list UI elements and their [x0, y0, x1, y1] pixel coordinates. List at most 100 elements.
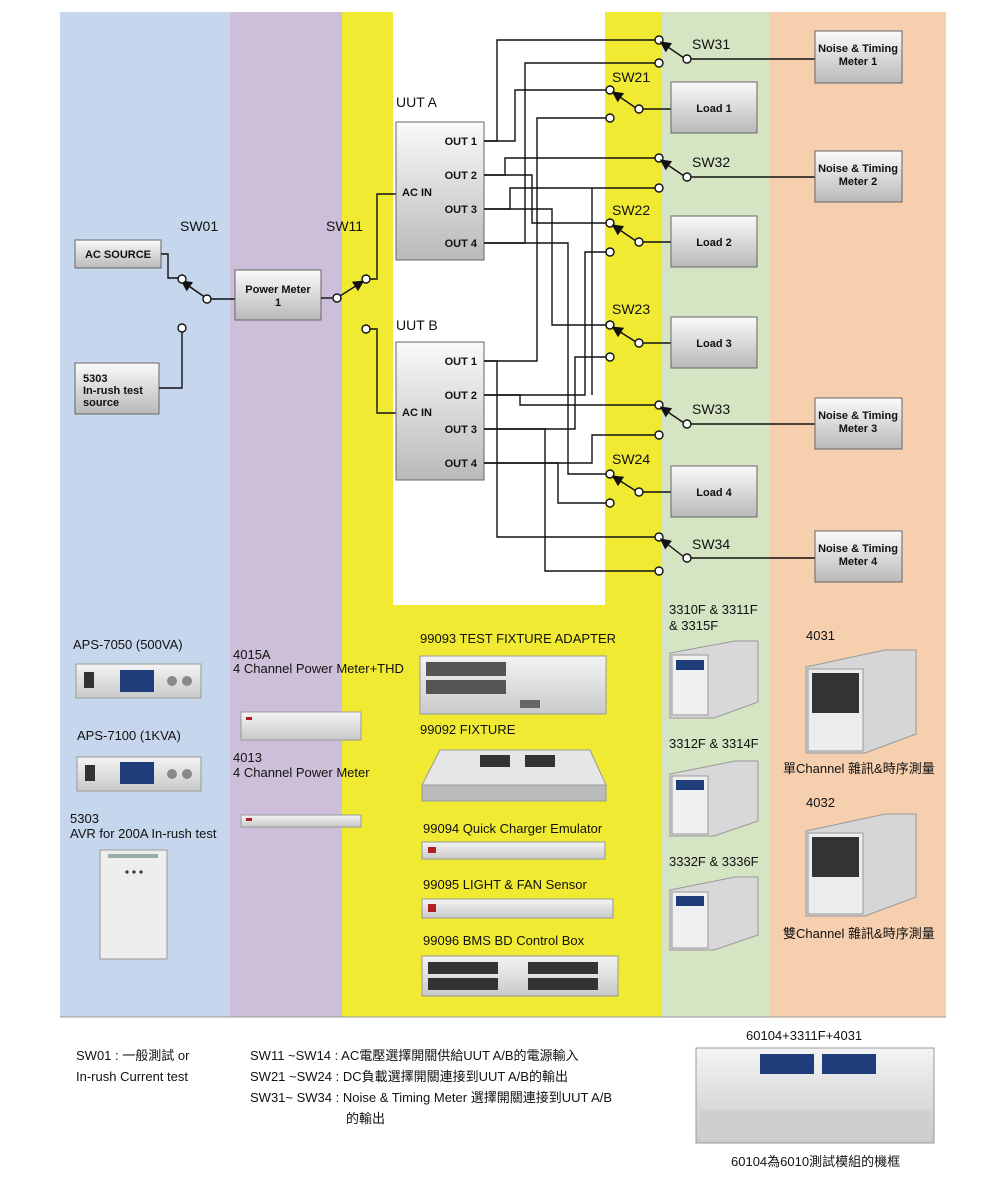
load3310-label-2: & 3315F: [669, 618, 718, 633]
connection-node-icon: [654, 430, 664, 440]
connection-node-icon: [332, 293, 342, 303]
connection-node-icon: [361, 274, 371, 284]
m4031-image: [805, 649, 917, 754]
connection-node-icon: [634, 487, 644, 497]
noise-meter-3-l1: Noise & Timing: [818, 410, 898, 422]
connection-node-icon: [361, 324, 371, 334]
note-sw01-line-1: SW01 : 一般測試 or: [76, 1048, 190, 1063]
pm4015a-label-2: 4 Channel Power Meter+THD: [233, 661, 404, 676]
sw33-label: SW33: [692, 401, 730, 417]
connection-node-icon: [177, 274, 187, 284]
uut-a-label: UUT A: [396, 94, 438, 110]
f99094-label: 99094 Quick Charger Emulator: [423, 821, 603, 836]
load-2-label: Load 2: [696, 237, 731, 249]
connection-node-icon: [605, 247, 615, 257]
noise-meter-2-l2: Meter 2: [839, 176, 878, 188]
connection-node-icon: [654, 58, 664, 68]
connection-node-icon: [654, 183, 664, 193]
connection-node-icon: [605, 113, 615, 123]
load3310-image: [669, 640, 759, 719]
f99096-label: 99096 BMS BD Control Box: [423, 933, 585, 948]
pm4013-label-2: 4 Channel Power Meter: [233, 765, 370, 780]
load-1-box: [670, 81, 758, 134]
noise-meter-3-l2: Meter 3: [839, 423, 878, 435]
connection-node-icon: [654, 153, 664, 163]
connection-node-icon: [654, 532, 664, 542]
sw01-label: SW01: [180, 218, 218, 234]
noise-meter-2-box: [814, 150, 903, 203]
noise-meter-1-l2: Meter 1: [839, 56, 878, 68]
aps7050-image: [75, 663, 202, 699]
avr5303-image: [99, 849, 168, 960]
note-sw31-line-1: SW31~ SW34 : Noise & Timing Meter 選擇開關連接…: [250, 1090, 613, 1105]
switch-arrow-icon: [659, 41, 685, 59]
aps7100-image: [76, 756, 202, 792]
f99093-image: [419, 655, 607, 715]
switch-arrow-icon: [611, 91, 637, 109]
connection-node-icon: [605, 85, 615, 95]
switch-arrow-icon: [339, 280, 365, 297]
connection-node-icon: [654, 566, 664, 576]
uut-b-ac-in: AC IN: [402, 407, 432, 419]
note-sw31-line-2: 的輸出: [346, 1111, 386, 1126]
f99092-label: 99092 FIXTURE: [420, 722, 516, 737]
load-3-label: Load 3: [696, 338, 731, 350]
pm4013-image: [240, 814, 362, 828]
connection-node-icon: [634, 104, 644, 114]
switch-arrow-icon: [611, 224, 637, 242]
noise-meter-3-box: [814, 397, 903, 450]
sw23-label: SW23: [612, 301, 650, 317]
note-sw01-line-2: In-rush Current test: [76, 1069, 188, 1084]
load-4-label: Load 4: [696, 487, 732, 499]
uut-a-out-4: OUT 4: [445, 238, 478, 250]
f99094-image: [421, 841, 606, 860]
sw31-label: SW31: [692, 36, 730, 52]
note-sw01: SW01 : 一般測試 or In-rush Current test: [76, 1045, 189, 1087]
uut-a-out-3: OUT 3: [445, 204, 477, 216]
load3312-image: [669, 760, 759, 837]
switch-arrow-icon: [659, 538, 685, 558]
connection-node-icon: [654, 400, 664, 410]
note-sw11: SW11 ~SW14 : AC電壓選擇開關供給UUT A/B的電源輸入: [250, 1048, 579, 1063]
frame-caption: 60104為6010測試模組的機框: [731, 1154, 900, 1169]
f99092-image: [421, 749, 607, 802]
connection-node-icon: [682, 172, 692, 182]
ac-source-label: AC SOURCE: [85, 249, 151, 261]
connection-node-icon: [654, 35, 664, 45]
noise-meter-4-l1: Noise & Timing: [818, 543, 898, 555]
load-2-box: [670, 215, 758, 268]
switch-arrow-icon: [659, 159, 685, 177]
m4031-label: 4031: [806, 628, 835, 643]
connection-node-icon: [605, 469, 615, 479]
connection-node-icon: [634, 237, 644, 247]
sw32-label: SW32: [692, 154, 730, 170]
aps7100-label: APS-7100 (1KVA): [77, 728, 181, 743]
switch-arrow-icon: [659, 406, 685, 424]
aps7050-label: APS-7050 (500VA): [73, 637, 183, 652]
m4032-desc: 雙Channel 雜訊&時序測量: [783, 926, 935, 941]
connection-node-icon: [605, 352, 615, 362]
connection-node-icon: [682, 553, 692, 563]
power-meter-box: [234, 269, 322, 321]
switch-arrow-icon: [611, 326, 637, 343]
load3312-label: 3312F & 3314F: [669, 736, 759, 751]
load-3-box: [670, 316, 758, 369]
sw11-label: SW11: [326, 218, 363, 234]
f99096-image: [421, 955, 619, 997]
m4032-label: 4032: [806, 795, 835, 810]
routing-wires: [484, 39, 655, 572]
ac-source-box: [74, 239, 162, 269]
pm4015a-image: [240, 711, 362, 741]
power-meter-label-2: 1: [275, 297, 281, 309]
m4031-desc: 單Channel 雜訊&時序測量: [783, 761, 935, 776]
avr5303-label-1: 5303: [70, 811, 99, 826]
avr5303-label-2: AVR for 200A In-rush test: [70, 826, 217, 841]
noise-meter-1-box: [814, 30, 903, 84]
uut-a-out-2: OUT 2: [445, 170, 477, 182]
load3310-label-1: 3310F & 3311F: [669, 602, 758, 617]
connection-node-icon: [177, 323, 187, 333]
inrush-source-label-1: 5303: [83, 373, 107, 385]
sw24-label: SW24: [612, 451, 650, 467]
connection-node-icon: [202, 294, 212, 304]
